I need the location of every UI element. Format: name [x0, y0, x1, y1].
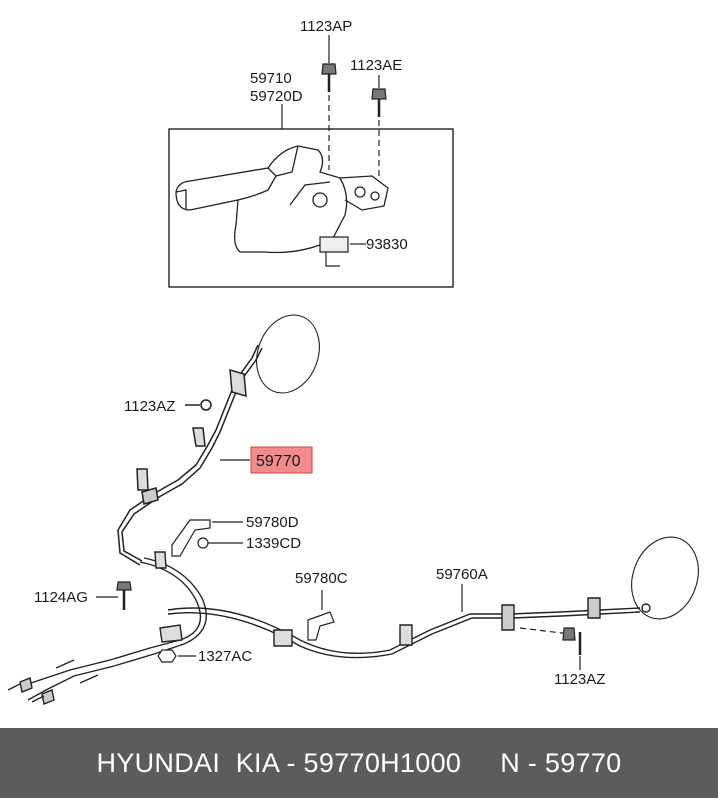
- nut-1327ac-icon: [157, 649, 196, 663]
- label-1123az-bottom: 1123AZ: [554, 671, 605, 688]
- parts-diagram: 1123AP 1123AE 59710 59720D 93830 1123AZ …: [7, 18, 699, 705]
- lever-assembly-box: [168, 128, 454, 288]
- label-93830: 93830: [366, 236, 408, 253]
- bolt-1123ae-icon: [371, 75, 387, 180]
- footer-bar: HYUNDAI KIA - 59770H1000 N - 59770: [0, 728, 718, 798]
- label-59760a: 59760A: [436, 566, 488, 583]
- label-59770-highlighted: 59770: [256, 453, 301, 470]
- label-59780c: 59780C: [295, 570, 348, 587]
- bracket-59780d-icon: [171, 519, 243, 557]
- label-59720d: 59720D: [250, 88, 303, 105]
- label-59780d: 59780D: [246, 514, 299, 531]
- bracket-59780c-icon: [307, 590, 335, 641]
- label-1123az-top: 1123AZ: [124, 398, 175, 415]
- label-1123ae: 1123AE: [350, 57, 402, 74]
- label-59710: 59710: [250, 70, 292, 87]
- footer-part-number: HYUNDAI KIA - 59770H1000 N - 59770: [96, 748, 622, 778]
- highlight-box: [250, 446, 313, 474]
- label-1124ag: 1124AG: [34, 589, 88, 606]
- bolt-1124ag-icon: [96, 581, 132, 610]
- label-1123ap: 1123AP: [300, 18, 352, 35]
- front-cable-59770: [117, 314, 320, 566]
- label-1339cd: 1339CD: [246, 535, 301, 552]
- bolt-1123az-bottom-icon: [519, 627, 582, 670]
- label-1327ac: 1327AC: [198, 648, 252, 665]
- parking-brake-lever-icon: [175, 145, 389, 254]
- clip-93830-icon: [319, 236, 366, 267]
- bolt-1123ap-icon: [321, 35, 337, 170]
